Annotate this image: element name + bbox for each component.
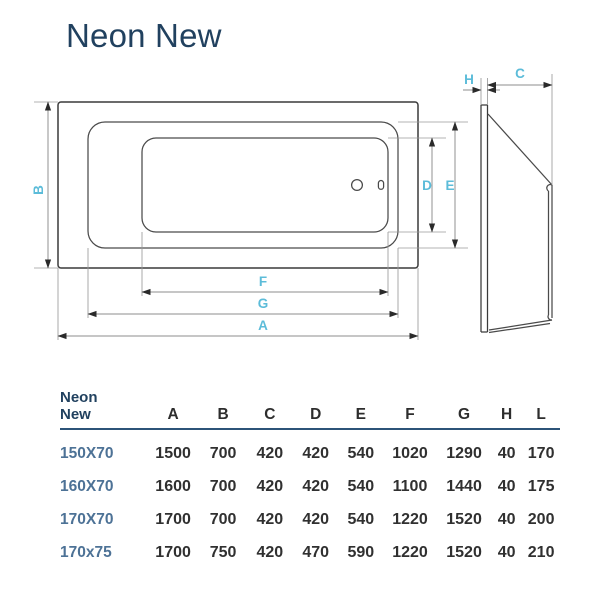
cell-160x70-h: 40 (497, 478, 516, 495)
cell-160x70-e: 540 (347, 478, 375, 495)
technical-drawing: B D E F G A H C (31, 66, 553, 340)
cell-160x70-a: 1600 (155, 478, 191, 495)
bathtub-side-section-view (480, 104, 553, 334)
cell-150x70-f: 1020 (392, 445, 428, 462)
cell-160x70-l: 175 (527, 478, 555, 495)
dimension-label-A: A (258, 318, 268, 333)
cell-170x75-e: 590 (347, 544, 375, 561)
cell-170x70-d: 420 (302, 511, 330, 528)
cell-170x75-g: 1520 (446, 544, 482, 561)
cell-170x75-l: 210 (527, 544, 555, 561)
table-header-row: Neon New A B C D E F G H L (60, 380, 560, 429)
dimension-label-E: E (445, 178, 454, 193)
cell-150x70-l: 170 (527, 445, 555, 462)
cell-170x75-b: 750 (209, 544, 237, 561)
dimension-label-B: B (31, 185, 46, 195)
cell-170x70-h: 40 (497, 511, 516, 528)
dimensions-table: Neon New A B C D E F G H L 150X70 1500 7… (60, 380, 560, 562)
dimension-label-G: G (258, 296, 269, 311)
side-body-bottom-outer (488, 319, 553, 331)
side-body-corner-top (546, 183, 553, 192)
column-header-b: B (217, 406, 229, 423)
column-header-a: A (167, 406, 179, 423)
table-corner-label: Neon New (60, 380, 147, 429)
cell-170x70-l: 200 (527, 511, 555, 528)
cell-160x70-f: 1100 (392, 478, 428, 495)
cell-150x70-e: 540 (347, 445, 375, 462)
cell-170x70-e: 540 (347, 511, 375, 528)
page-title: Neon New (66, 17, 222, 54)
drain-hole (350, 178, 364, 192)
column-header-e: E (355, 406, 366, 423)
row-label-150x70: 150X70 (60, 445, 114, 462)
cell-160x70-g: 1440 (446, 478, 482, 495)
table-row: 170X70 1700 700 420 420 540 1220 1520 40… (60, 496, 560, 529)
table-body: 150X70 1500 700 420 420 540 1020 1290 40… (60, 429, 560, 562)
cell-150x70-b: 700 (209, 445, 237, 462)
cell-170x75-a: 1700 (155, 544, 191, 561)
column-header-g: G (458, 406, 471, 423)
cell-150x70-c: 420 (256, 445, 284, 462)
corner-label-line-2: New (60, 406, 91, 424)
cell-170x75-c: 420 (256, 544, 284, 561)
column-header-c: C (264, 406, 276, 423)
column-header-d: D (310, 406, 322, 423)
cell-170x75-d: 470 (302, 544, 330, 561)
side-body-taper (487, 113, 553, 186)
cell-160x70-c: 420 (256, 478, 284, 495)
cell-170x75-f: 1220 (392, 544, 428, 561)
table-header: Neon New A B C D E F G H L (60, 380, 560, 429)
dimension-label-C: C (515, 66, 525, 81)
row-label-160x70: 160X70 (60, 478, 114, 495)
plan-ledge (87, 121, 399, 249)
column-header-l: L (536, 406, 546, 423)
cell-170x70-a: 1700 (155, 511, 191, 528)
cell-170x70-b: 700 (209, 511, 237, 528)
table-row: 170x75 1700 750 420 470 590 1220 1520 40… (60, 529, 560, 562)
cell-160x70-b: 700 (209, 478, 237, 495)
table-row: 150X70 1500 700 420 420 540 1020 1290 40… (60, 429, 560, 463)
cell-160x70-d: 420 (302, 478, 330, 495)
bathtub-plan-view (57, 101, 419, 269)
corner-label-line-1: Neon (60, 389, 98, 407)
dimension-label-F: F (259, 274, 267, 289)
overflow-slot (377, 179, 385, 190)
cell-170x70-f: 1220 (392, 511, 428, 528)
plan-inner-basin (141, 137, 389, 233)
dimension-label-D: D (422, 178, 432, 193)
cell-170x75-h: 40 (497, 544, 516, 561)
row-label-170x70: 170X70 (60, 511, 114, 528)
row-label-170x75: 170x75 (60, 544, 112, 561)
dimension-label-H: H (464, 72, 474, 87)
cell-150x70-d: 420 (302, 445, 330, 462)
column-header-h: H (501, 406, 513, 423)
column-header-f: F (405, 406, 415, 423)
cell-170x70-c: 420 (256, 511, 284, 528)
cell-170x70-g: 1520 (446, 511, 482, 528)
cell-150x70-a: 1500 (155, 445, 191, 462)
side-body-bottom-inner (488, 322, 551, 334)
cell-150x70-g: 1290 (446, 445, 482, 462)
cell-150x70-h: 40 (497, 445, 516, 462)
table-row: 160X70 1600 700 420 420 540 1100 1440 40… (60, 463, 560, 496)
plan-outer-rim (57, 101, 419, 269)
